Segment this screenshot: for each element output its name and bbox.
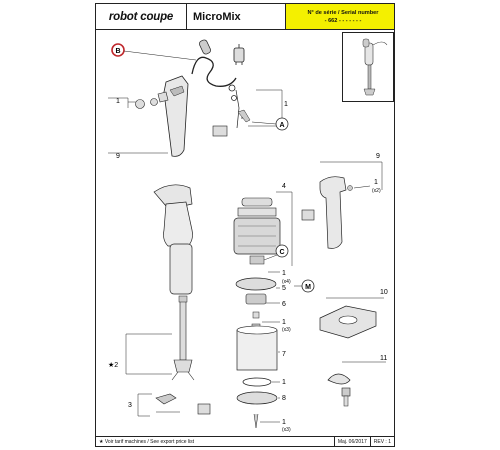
svg-text:1: 1 [116,98,120,105]
svg-text:10: 10 [380,289,388,296]
parts-diagram-page: robot coupe MicroMix N° de série / Seria… [95,3,395,447]
callout-3: 3 [128,393,211,417]
stack-callouts: 4 C 1 (x4) M 5 6 1 (x3) 7 1 8 1 [260,183,315,433]
part-10-base: 10 [319,289,388,339]
callout-b: B [111,43,197,61]
svg-text:9: 9 [116,153,120,160]
mixer-assembled-view [153,184,195,381]
power-cord [191,39,245,87]
svg-text:(x4): (x4) [282,279,291,285]
footer-date: Maj. 06/2017 [333,437,370,446]
svg-text:1: 1 [282,419,286,426]
motor-stack [233,197,281,429]
svg-text:9: 9 [376,153,380,160]
svg-text:6: 6 [282,301,286,308]
svg-text:★2: ★2 [108,361,118,369]
serial-value: - 662 - - - - - - - [324,17,362,24]
handle-housing [135,75,251,157]
callout-a: A [251,117,289,131]
svg-text:1: 1 [374,179,378,186]
exploded-view-drawing: B 1 9 1 [108,39,388,433]
svg-text:A: A [279,122,284,129]
callout-star-2: ★2 [108,333,172,375]
handle-detail: 9 1 (x2) [301,153,383,249]
svg-text:1: 1 [284,101,288,108]
svg-text:1: 1 [282,379,286,386]
thumbnail-frame [342,32,394,102]
callout-1-top-left: 1 [108,97,136,108]
svg-text:11: 11 [380,355,387,362]
callout-1-top-right: 1 [248,89,288,127]
callout-9: 9 [108,152,168,160]
footer-note: ★ Voir tarif machines / See export price… [99,438,195,445]
svg-text:4: 4 [282,183,286,190]
model-title: MicroMix [187,4,286,30]
svg-text:B: B [115,48,120,55]
svg-text:1: 1 [282,270,286,277]
serial-label: N° de série / Serial number [307,9,379,16]
svg-text:M: M [305,284,311,291]
svg-text:5: 5 [282,285,286,292]
part-11-tool: 11 [327,355,387,407]
svg-text:(x3): (x3) [282,427,291,433]
mixer-thumbnail-image [362,38,388,96]
svg-text:7: 7 [282,351,286,358]
footer-bar: ★ Voir tarif machines / See export price… [96,436,394,446]
header-bar: robot coupe MicroMix N° de série / Seria… [96,4,394,30]
svg-text:8: 8 [282,395,286,402]
footer-revision: REV : 1 [369,437,394,446]
svg-text:(x3): (x3) [282,327,291,333]
brand-logo: robot coupe [96,4,187,30]
svg-text:C: C [279,249,284,256]
svg-text:3: 3 [128,402,132,409]
serial-number-box: N° de série / Serial number - 662 - - - … [286,4,394,30]
svg-text:1: 1 [282,319,286,326]
svg-text:(x2): (x2) [372,188,381,194]
